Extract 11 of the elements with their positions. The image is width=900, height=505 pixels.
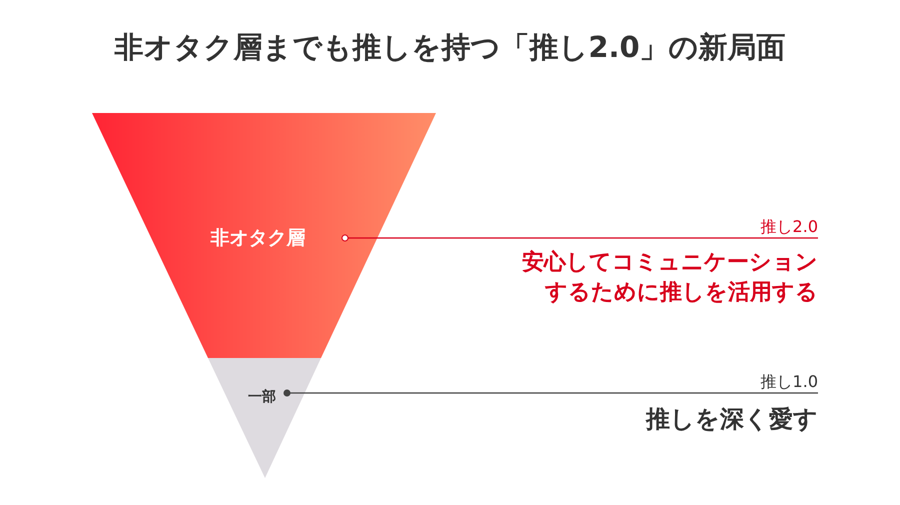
stage-label: 推し1.0 xyxy=(760,371,818,393)
leader-line xyxy=(284,390,818,396)
stage-label: 推し2.0 xyxy=(760,216,818,238)
funnel-bottom-triangle xyxy=(208,358,321,478)
description-text: 推しを深く愛す xyxy=(644,404,818,435)
title: 非オタク層までも推しを持つ「推し2.0」の新局面 xyxy=(113,29,787,66)
leader-line xyxy=(342,234,818,242)
funnel-top-band xyxy=(92,113,436,358)
segment-label: 非オタク層 xyxy=(210,226,306,251)
segment-label: 一部 xyxy=(248,388,276,406)
description-text: 安心してコミュニケーションするために推しを活用する xyxy=(521,248,818,308)
